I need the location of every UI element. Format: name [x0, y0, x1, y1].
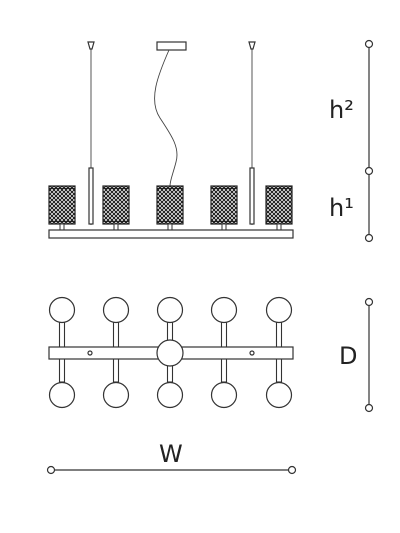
top-view-shade-front	[265, 381, 293, 409]
h2-h1-marker	[364, 166, 374, 176]
d-bottom-marker	[364, 403, 374, 413]
top-view-shade-back	[210, 296, 238, 324]
horizontal-bar	[48, 229, 294, 239]
top-view-shade-front	[102, 381, 130, 409]
w-right-marker	[287, 465, 297, 475]
front-view	[48, 41, 294, 239]
h2-label: h²	[329, 96, 354, 124]
width-dimension: W	[46, 440, 297, 475]
lamp-shade	[102, 185, 130, 232]
h1-bottom-marker	[364, 233, 374, 243]
top-view-shade-front	[156, 381, 184, 409]
lamp-shades	[48, 185, 293, 232]
top-view	[48, 296, 294, 409]
top-view-shade-front	[48, 381, 76, 409]
top-view-shade-back	[102, 296, 130, 324]
left-cable-sleeve	[88, 167, 94, 225]
d-top-marker	[364, 297, 374, 307]
h1-label: h¹	[329, 194, 354, 222]
left-cable-gripper	[87, 41, 95, 50]
height-dimension: h² h¹	[329, 39, 374, 243]
top-view-canopy	[156, 339, 184, 367]
lamp-shade	[265, 185, 293, 232]
depth-dimension: D	[339, 297, 374, 413]
lamp-shade	[48, 185, 76, 232]
shade-discs	[48, 296, 293, 409]
top-view-shade-back	[48, 296, 76, 324]
ceiling-canopy	[156, 41, 187, 51]
w-label: W	[159, 440, 183, 468]
h2-top-marker	[364, 39, 374, 49]
w-left-marker	[46, 465, 56, 475]
top-view-shade-back	[265, 296, 293, 324]
lamp-shade	[210, 185, 238, 232]
top-view-bar-hole-left	[87, 350, 93, 356]
lamp-shade	[156, 185, 184, 232]
top-view-shade-front	[210, 381, 238, 409]
d-label: D	[339, 342, 357, 370]
power-cord	[154, 49, 178, 187]
top-view-shade-back	[156, 296, 184, 324]
top-view-bar-hole-right	[249, 350, 255, 356]
right-cable-gripper	[248, 41, 256, 50]
right-cable-sleeve	[249, 167, 255, 225]
